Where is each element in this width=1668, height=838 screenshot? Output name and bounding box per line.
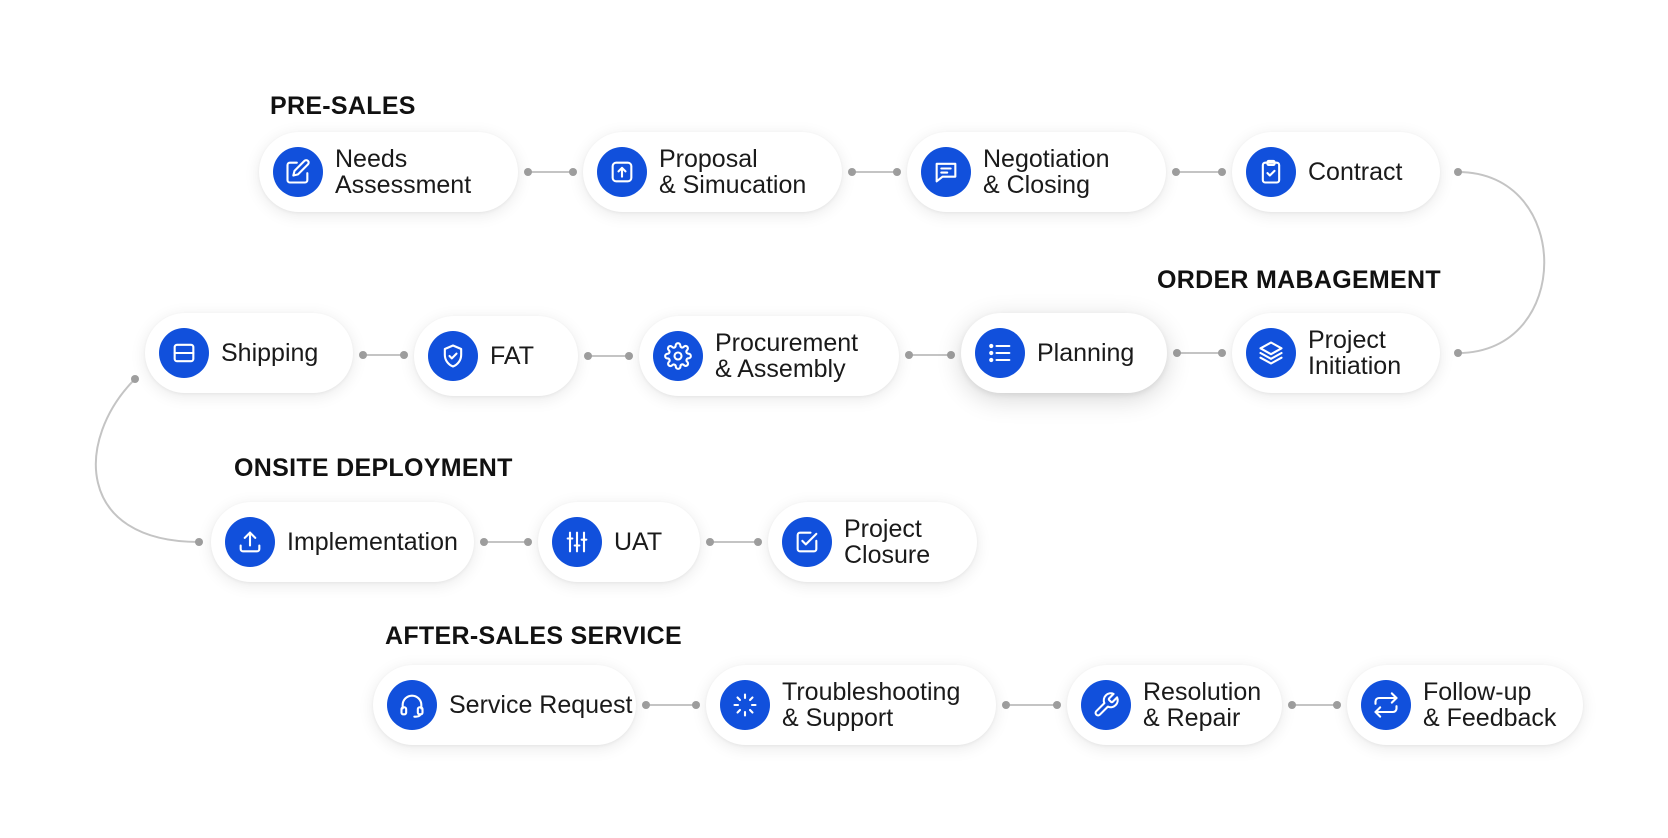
connector-dot (754, 538, 762, 546)
connector-dot (642, 701, 650, 709)
step-label: Needs Assessment (335, 145, 472, 199)
step-negotiation-closing[interactable]: Negotiation & Closing (907, 132, 1166, 212)
connector-dot (569, 168, 577, 176)
connector-dot (692, 701, 700, 709)
step-shipping[interactable]: Shipping (145, 313, 353, 393)
step-project-closure[interactable]: Project Closure (768, 502, 977, 582)
section-title-order-management: ORDER MABAGEMENT (1157, 266, 1441, 294)
step-label: Project Initiation (1308, 326, 1402, 380)
connector-curve (1457, 171, 1546, 354)
step-label: UAT (614, 528, 663, 556)
upload-box-icon (597, 147, 647, 197)
connector-dot (947, 351, 955, 359)
connector-dot (1218, 168, 1226, 176)
step-implementation[interactable]: Implementation (211, 502, 474, 582)
upload-icon (225, 517, 275, 567)
step-label: Proposal & Simucation (659, 145, 807, 199)
connector-dot (359, 351, 367, 359)
connector-curve (94, 378, 200, 543)
layers-icon (1246, 328, 1296, 378)
connector-dot (893, 168, 901, 176)
step-resolution-repair[interactable]: Resolution & Repair (1067, 665, 1282, 745)
repeat-icon (1361, 680, 1411, 730)
step-label: Project Closure (844, 515, 931, 569)
connector-dot (195, 538, 203, 546)
step-label: Follow-up & Feedback (1423, 678, 1557, 732)
step-procurement-assembly[interactable]: Procurement & Assembly (639, 316, 899, 396)
step-label: Troubleshooting & Support (782, 678, 961, 732)
list-icon (975, 328, 1025, 378)
wrench-icon (1081, 680, 1131, 730)
step-proposal-simucation[interactable]: Proposal & Simucation (583, 132, 842, 212)
step-contract[interactable]: Contract (1232, 132, 1440, 212)
connector-dot (1454, 349, 1462, 357)
shield-check-icon (428, 331, 478, 381)
step-label: Negotiation & Closing (983, 145, 1110, 199)
step-label: Shipping (221, 339, 319, 367)
section-title-pre-sales: PRE-SALES (270, 92, 416, 120)
step-uat[interactable]: UAT (538, 502, 700, 582)
step-label: FAT (490, 342, 534, 370)
connector-dot (480, 538, 488, 546)
connector-dot (400, 351, 408, 359)
message-icon (921, 147, 971, 197)
section-title-after-sales-service: AFTER-SALES SERVICE (385, 622, 682, 650)
step-service-request[interactable]: Service Request (373, 665, 636, 745)
connector-dot (1288, 701, 1296, 709)
edit-icon (273, 147, 323, 197)
connector-dot (1053, 701, 1061, 709)
headset-icon (387, 680, 437, 730)
connector-dot (524, 538, 532, 546)
step-label: Contract (1308, 158, 1403, 186)
step-follow-up-feedback[interactable]: Follow-up & Feedback (1347, 665, 1583, 745)
connector-dot (905, 351, 913, 359)
step-label: Planning (1037, 339, 1135, 367)
connector-dot (1173, 349, 1181, 357)
panel-icon (159, 328, 209, 378)
loader-icon (720, 680, 770, 730)
connector-dot (524, 168, 532, 176)
connector-dot (584, 352, 592, 360)
step-project-initiation[interactable]: Project Initiation (1232, 313, 1440, 393)
connector-dot (848, 168, 856, 176)
checkbox-icon (782, 517, 832, 567)
section-title-onsite-deployment: ONSITE DEPLOYMENT (234, 454, 513, 482)
step-troubleshooting-support[interactable]: Troubleshooting & Support (706, 665, 996, 745)
step-label: Procurement & Assembly (715, 329, 859, 383)
connector-dot (1218, 349, 1226, 357)
connector-dot (1333, 701, 1341, 709)
step-label: Implementation (287, 528, 458, 556)
connector-dot (1454, 168, 1462, 176)
step-planning[interactable]: Planning (961, 313, 1167, 393)
connector-dot (706, 538, 714, 546)
clipboard-check-icon (1246, 147, 1296, 197)
gear-icon (653, 331, 703, 381)
step-needs-assessment[interactable]: Needs Assessment (259, 132, 518, 212)
connector-dot (131, 375, 139, 383)
connector-dot (1002, 701, 1010, 709)
step-fat[interactable]: FAT (414, 316, 578, 396)
connector-dot (625, 352, 633, 360)
connector-dot (1172, 168, 1180, 176)
sliders-icon (552, 517, 602, 567)
step-label: Resolution & Repair (1143, 678, 1262, 732)
step-label: Service Request (449, 691, 633, 719)
